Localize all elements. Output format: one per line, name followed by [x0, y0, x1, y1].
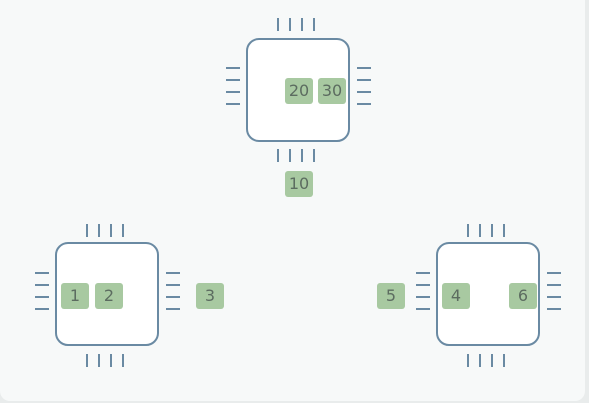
tag-5[interactable]: 5 [377, 283, 405, 309]
chip-2-bottom-pins [86, 354, 124, 367]
tag-label: 10 [288, 174, 310, 193]
tag-3[interactable]: 3 [196, 283, 224, 309]
chip-3-bottom-pins [467, 354, 505, 367]
tag-label: 5 [385, 286, 397, 305]
chip-1-tag-30[interactable]: 30 [318, 78, 346, 104]
tag-label: 20 [288, 81, 310, 100]
chip-2-left-pins [35, 272, 49, 310]
chip-2-tag-2[interactable]: 2 [95, 283, 123, 309]
tag-label: 6 [517, 286, 529, 305]
tag-label: 2 [103, 286, 115, 305]
chip-1-bottom-pins [277, 149, 315, 162]
chip-2-top-pins [86, 224, 124, 237]
tag-label: 30 [321, 81, 343, 100]
chip-1-top-pins [277, 18, 315, 31]
chip-2-tag-1[interactable]: 1 [61, 283, 89, 309]
chip-3-tag-4[interactable]: 4 [442, 283, 470, 309]
chip-1-tag-20[interactable]: 20 [285, 78, 313, 104]
chip-1-left-pins [226, 67, 240, 105]
chip-3-top-pins [467, 224, 505, 237]
chip-3-right-pins [547, 272, 561, 310]
tag-label: 1 [69, 286, 81, 305]
tag-6[interactable]: 6 [509, 283, 537, 309]
tag-10[interactable]: 10 [285, 171, 313, 197]
chip-2-right-pins [166, 272, 180, 310]
chip-1-right-pins [357, 67, 371, 105]
tag-label: 3 [204, 286, 216, 305]
chip-3-left-pins [416, 272, 430, 310]
tag-label: 4 [450, 286, 462, 305]
